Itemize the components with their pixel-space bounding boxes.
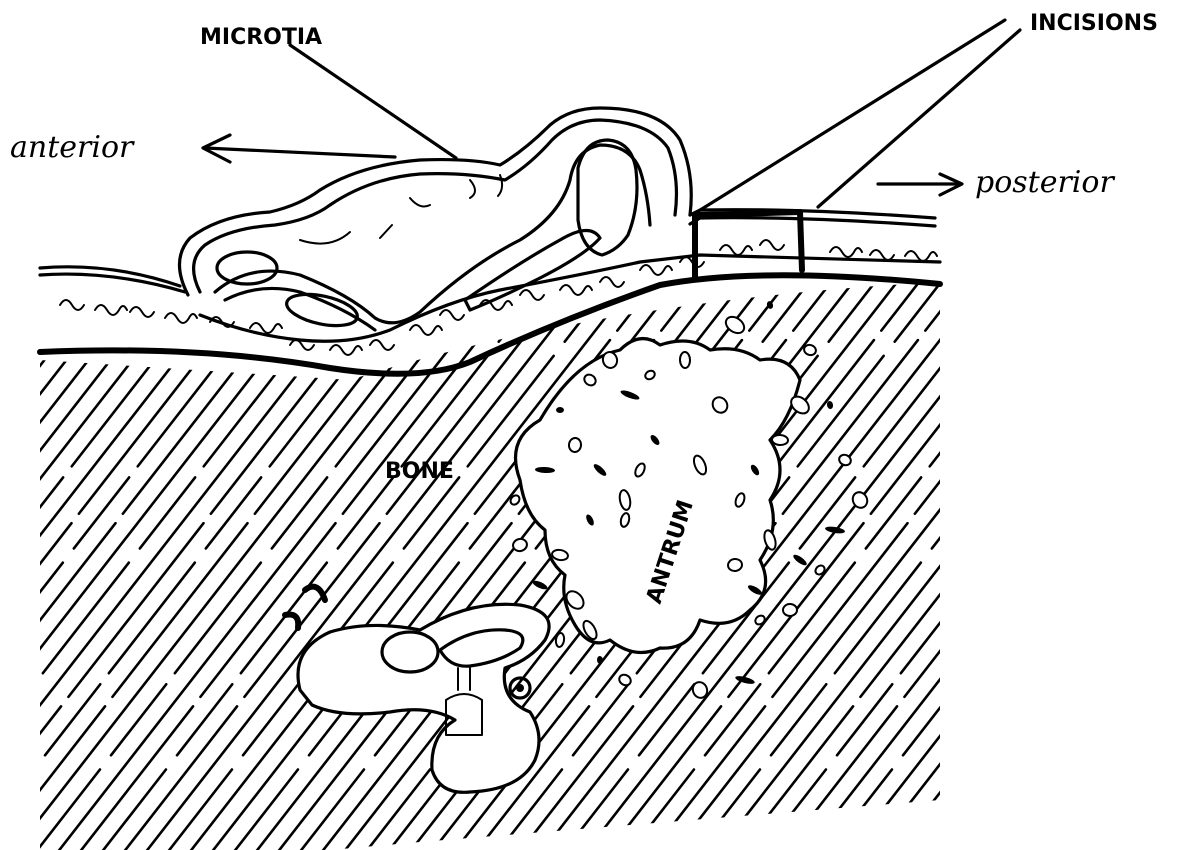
antrum-granule	[792, 553, 808, 567]
antrum-granule	[512, 538, 528, 553]
bone-hatch-line	[916, 160, 1196, 850]
cartilage-remnant-band	[465, 230, 600, 310]
fat-lobule	[640, 265, 672, 275]
fat-lobule	[905, 251, 937, 261]
bone-hatch-line	[0, 160, 134, 850]
bone-hatch-line	[0, 160, 90, 850]
anterior-label: anterior	[10, 130, 135, 165]
bone-hatch-line	[0, 160, 200, 850]
bone-hatch-line	[1136, 160, 1196, 850]
antrum-granule	[617, 673, 632, 688]
anterior-arrow	[203, 135, 395, 162]
bone-hatch-line	[0, 160, 24, 850]
posterior-arrow	[878, 174, 962, 195]
bone-hatch-line	[1048, 160, 1196, 850]
bone-label: BONE	[385, 459, 454, 484]
bone-hatch-line	[784, 160, 1196, 850]
bone-hatch-line	[1180, 160, 1196, 850]
fat-lobule	[760, 240, 784, 250]
fat-lobule	[330, 345, 362, 355]
microtia-label: MICROTIA	[200, 25, 322, 50]
middle-ear-cavity	[298, 604, 549, 792]
fat-lobule	[60, 300, 84, 310]
antrum-granule	[783, 604, 797, 616]
bone-hatch-line	[960, 160, 1196, 850]
microtia-concha	[215, 145, 650, 323]
cartilage-remnant-large	[578, 140, 637, 255]
bone-hatch-line	[0, 160, 222, 850]
fat-lobule	[210, 317, 234, 327]
bone-hatch-line	[762, 160, 1196, 850]
bone-hatch-line	[1114, 160, 1196, 850]
bone-hatch-line	[1026, 160, 1196, 850]
microtia-leader	[290, 45, 456, 158]
fat-lobule	[95, 305, 127, 315]
antrum-granule	[772, 434, 789, 445]
fat-lobule	[410, 325, 442, 335]
bone-hatch-line	[0, 160, 156, 850]
incisions-label: INCISIONS	[1030, 11, 1158, 36]
bone-hatch-line	[1070, 160, 1196, 850]
antrum-granule	[556, 407, 564, 413]
bone-hatch-line	[938, 160, 1196, 850]
cartilage-remnant-mid	[284, 289, 360, 331]
bone-hatch-line	[740, 160, 1196, 850]
bone-hatch-line	[1092, 160, 1196, 850]
fat-lobule	[130, 307, 154, 317]
bone-hatch-line	[0, 160, 2, 850]
antrum-granule	[568, 438, 581, 453]
antrum-granule	[754, 614, 767, 626]
bone-hatch-line	[0, 160, 508, 850]
bone-hatch-line	[0, 160, 46, 850]
subcutaneous-line	[40, 255, 940, 341]
bone-hatch-line	[0, 160, 376, 850]
cartilage-remnant-left	[217, 252, 277, 284]
antrum-granule	[727, 558, 742, 572]
fat-lobule	[830, 247, 862, 257]
bone-hatch-line	[1004, 160, 1196, 850]
fat-lobule	[520, 290, 544, 300]
bone-hatch-line	[850, 160, 1196, 850]
posterior-label: posterior	[975, 165, 1115, 200]
fat-lobule	[165, 313, 197, 323]
bone-hatch-line	[0, 160, 442, 850]
bone-hatch-line	[0, 160, 68, 850]
antrum-granule	[680, 352, 691, 368]
fat-lobule	[600, 277, 624, 287]
bone-hatch-line	[0, 160, 266, 850]
fat-lobule	[440, 310, 464, 320]
fat-lobule	[370, 340, 394, 350]
bone-hatch-line	[1158, 160, 1196, 850]
bone-hatch-line	[828, 160, 1196, 850]
small-ossicle-fragment	[305, 587, 325, 600]
fat-lobule	[560, 285, 592, 295]
bone-hatch-line	[0, 160, 310, 850]
fat-lobule	[720, 245, 752, 255]
bone-hatch-line	[982, 160, 1196, 850]
incision-block	[695, 212, 802, 278]
